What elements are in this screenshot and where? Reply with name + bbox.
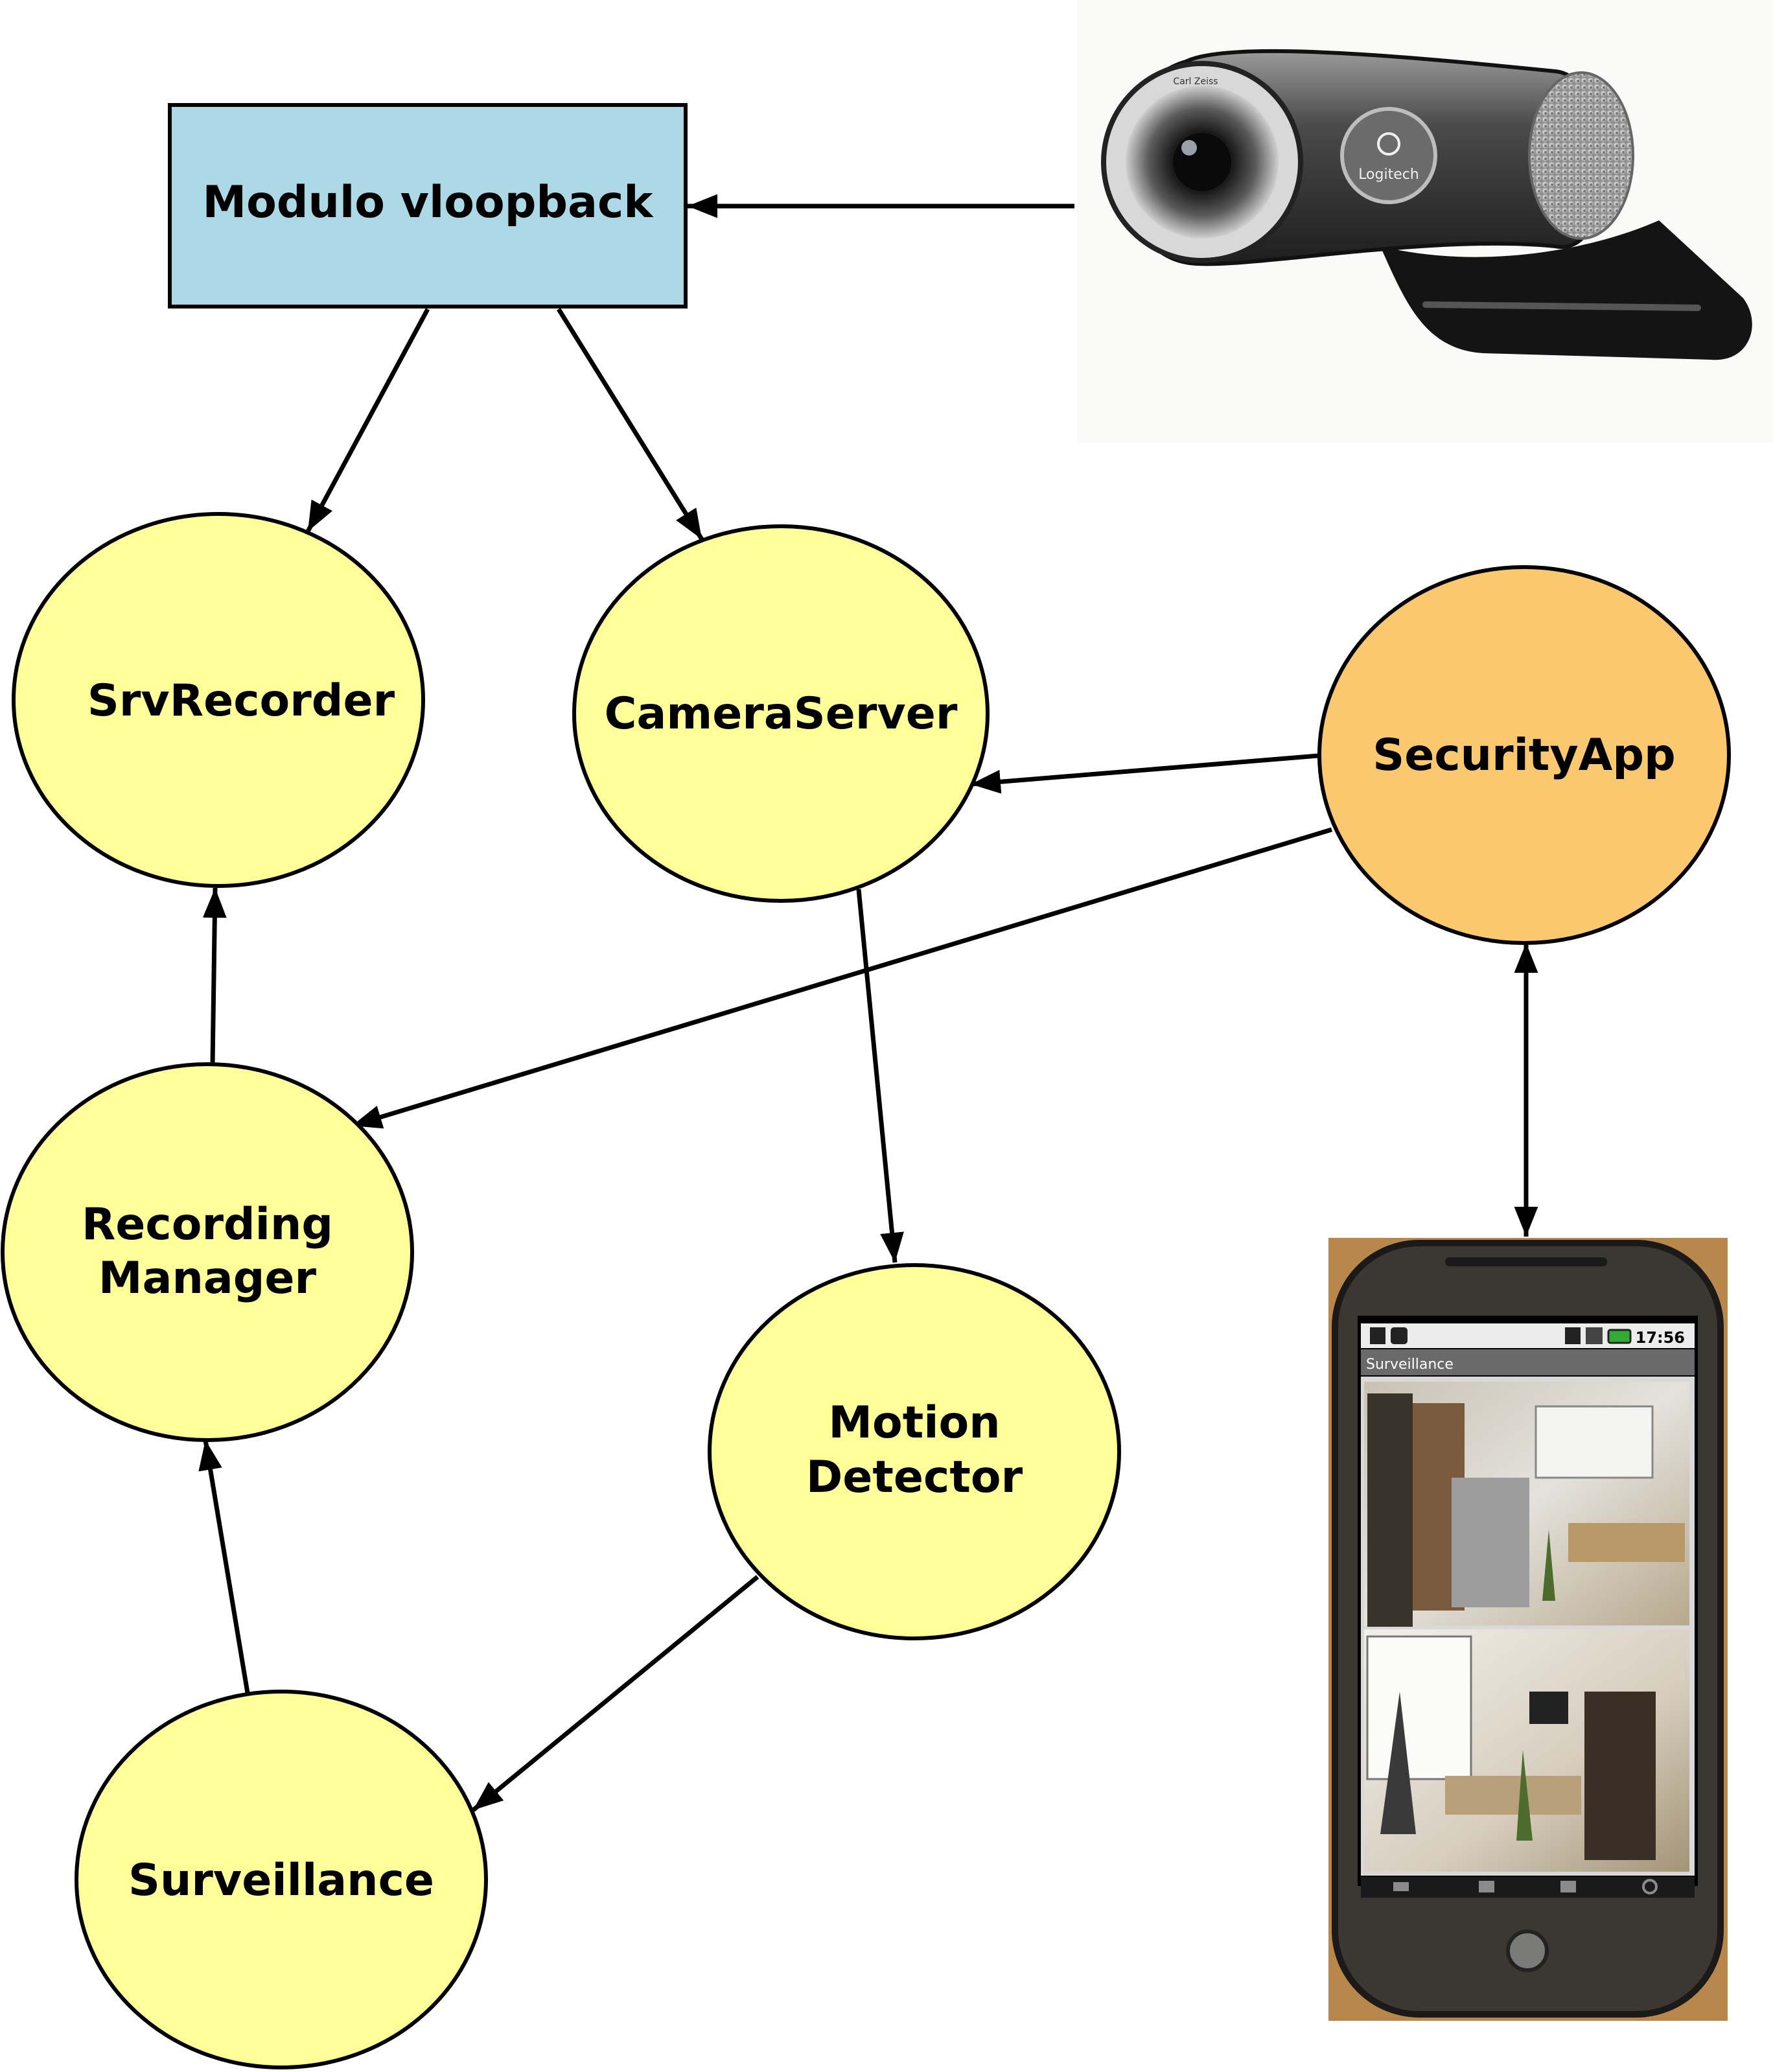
phone: 17:56 Surveillance [1328, 1238, 1728, 2021]
node-cameraserver: CameraServer [572, 524, 990, 903]
vloopback-module: Modulo vloopback [168, 103, 688, 308]
cameraserver-circle [572, 524, 990, 903]
signal-icon [1586, 1327, 1603, 1344]
node-motiondetector: Motion Detector [708, 1263, 1121, 1640]
edge-securityapp-to-recordingmanager [351, 827, 1333, 1129]
phone-time: 17:56 [1636, 1329, 1685, 1347]
menu-icon [1479, 1881, 1494, 1892]
edge-cameraserver-to-motiondetector [856, 889, 904, 1263]
phone-nav-bar [1361, 1877, 1695, 1898]
home-icon [1560, 1881, 1576, 1892]
phone-earpiece [1445, 1257, 1607, 1266]
edge-recordingmanager-to-srvrecorder [202, 887, 227, 1065]
webcam-stand [1380, 220, 1752, 360]
phone-title-bar [1361, 1349, 1695, 1375]
surveillance-circle [75, 1690, 488, 2069]
cameraserver-label: CameraServer [605, 688, 958, 739]
webcam-mic-mesh [1528, 71, 1634, 240]
srvrecorder-circle [12, 512, 425, 888]
camera-feed-2 [1364, 1629, 1689, 1872]
motiondetector-circle [708, 1263, 1121, 1640]
phone-trackball [1506, 1929, 1549, 1972]
recordingmanager-label-line2: Manager [98, 1253, 317, 1304]
securityapp-circle [1317, 565, 1731, 945]
search-icon [1642, 1879, 1658, 1894]
node-recordingmanager: Recording Manager [1, 1062, 414, 1442]
vloopback-box [168, 103, 688, 308]
edge-vloopback-to-cameraserver [557, 308, 704, 541]
battery-icon [1607, 1329, 1632, 1344]
phone-app-title: Surveillance [1366, 1356, 1454, 1373]
webcam-icon: Carl Zeiss Logitech [1077, 0, 1773, 443]
android-icon [1391, 1327, 1408, 1344]
webcam-lens-core [1173, 133, 1231, 191]
usb-icon [1370, 1327, 1385, 1344]
wifi-icon [1565, 1327, 1581, 1344]
webcam-logo-mark [1377, 132, 1400, 156]
node-surveillance: Surveillance [75, 1690, 488, 2069]
edges [198, 194, 1538, 1812]
edge-vloopback-to-srvrecorder [305, 308, 430, 533]
edge-surveillance-to-recordingmanager [198, 1439, 251, 1697]
recordingmanager-label-line1: Recording [82, 1199, 333, 1250]
motiondetector-label-line2: Detector [806, 1452, 1023, 1503]
webcam-brand: Logitech [1358, 167, 1419, 183]
edge-securityapp-to-cameraserver [970, 753, 1319, 794]
webcam-stand-highlight [1422, 301, 1701, 311]
surveillance-label: Surveillance [128, 1855, 434, 1906]
webcam-lens-glint [1181, 140, 1197, 156]
securityapp-label: SecurityApp [1373, 730, 1675, 781]
motiondetector-label-line1: Motion [828, 1397, 1000, 1449]
webcam-lens-text: Carl Zeiss [1173, 76, 1218, 87]
srvrecorder-label: SrvRecorder [87, 675, 395, 727]
node-securityapp: SecurityApp [1317, 565, 1731, 945]
node-srvrecorder: SrvRecorder [12, 512, 425, 888]
phone-status-bar [1361, 1323, 1695, 1348]
back-icon [1393, 1882, 1409, 1891]
vloopback-label: Modulo vloopback [202, 177, 654, 228]
camera-feed-1 [1364, 1382, 1689, 1627]
edge-motiondetector-to-surveillance [471, 1575, 759, 1812]
recordingmanager-circle [1, 1062, 414, 1442]
